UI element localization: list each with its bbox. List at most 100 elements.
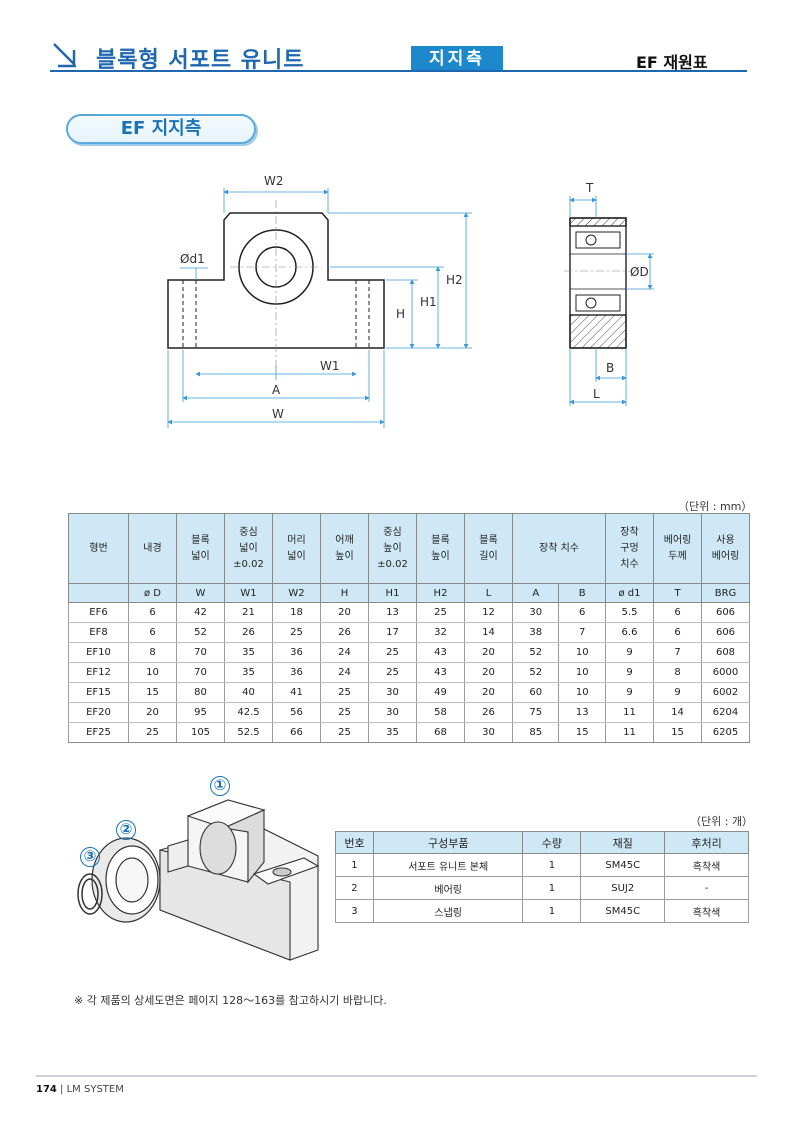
label-w: W — [272, 407, 284, 421]
header-divider — [50, 70, 747, 72]
model-cell: EF20 — [68, 702, 129, 723]
value-cell: 52 — [511, 642, 560, 663]
symbol-cell: W1 — [224, 583, 273, 603]
value-cell: 9 — [653, 682, 702, 703]
value-cell: 10 — [558, 642, 606, 663]
label-h: H — [396, 307, 405, 321]
value-cell: 80 — [176, 682, 225, 703]
value-cell: 25 — [128, 722, 177, 743]
value-cell: 49 — [416, 682, 465, 703]
value-cell: 95 — [176, 702, 225, 723]
value-cell: 56 — [272, 702, 321, 723]
parts-cell: 흑착색 — [664, 853, 749, 877]
parts-col-material: 재질 — [580, 831, 666, 854]
symbol-cell: W — [176, 583, 225, 603]
value-cell: 105 — [176, 722, 225, 743]
model-cell: EF15 — [68, 682, 129, 703]
value-cell: 43 — [416, 642, 465, 663]
symbol-cell: A — [511, 583, 560, 603]
parts-cell: 스냅링 — [372, 899, 524, 923]
value-cell: 52.5 — [224, 722, 273, 743]
label-h2: H2 — [446, 273, 463, 287]
arrow-icon — [53, 43, 76, 68]
value-cell: 10 — [558, 662, 606, 683]
value-cell: 6002 — [701, 682, 750, 703]
symbol-cell: W2 — [272, 583, 321, 603]
value-cell: 68 — [416, 722, 465, 743]
value-cell: 30 — [464, 722, 513, 743]
value-cell: 608 — [701, 642, 750, 663]
value-cell: 6205 — [701, 722, 750, 743]
callout-1: ① — [210, 776, 230, 796]
reference-note: ※ 각 제품의 상세도면은 페이지 128～163를 참고하시기 바랍니다. — [74, 994, 387, 1007]
value-cell: 6.6 — [605, 622, 654, 643]
value-cell: 24 — [320, 642, 369, 663]
value-cell: 26 — [320, 622, 369, 643]
value-cell: 606 — [701, 602, 750, 623]
value-cell: 85 — [511, 722, 560, 743]
value-cell: 20 — [464, 662, 513, 683]
section-badge-label: EF 지지측 — [120, 118, 202, 139]
parts-col-finish: 후처리 — [664, 831, 749, 854]
category-tag: 지지측 — [411, 46, 503, 72]
value-cell: 9 — [605, 682, 654, 703]
col-model: 형번 — [68, 513, 129, 584]
value-cell: 18 — [272, 602, 321, 623]
value-cell: 35 — [368, 722, 417, 743]
value-cell: 14 — [464, 622, 513, 643]
value-cell: 9 — [605, 642, 654, 663]
value-cell: 36 — [272, 662, 321, 683]
value-cell: 26 — [464, 702, 513, 723]
symbol-cell: ø D — [128, 583, 177, 603]
value-cell: 75 — [511, 702, 560, 723]
value-cell: 6 — [558, 602, 606, 623]
callout-3: ③ — [80, 847, 100, 867]
model-cell: EF6 — [68, 602, 129, 623]
model-cell: EF8 — [68, 622, 129, 643]
value-cell: 606 — [701, 622, 750, 643]
page-title: 블록형 서포트 유니트 — [96, 48, 305, 73]
value-cell: 41 — [272, 682, 321, 703]
value-cell: 9 — [605, 662, 654, 683]
value-cell: 8 — [128, 642, 177, 663]
value-cell: 66 — [272, 722, 321, 743]
value-cell: 6 — [653, 602, 702, 623]
symbol-cell: H — [320, 583, 369, 603]
model-cell: EF25 — [68, 722, 129, 743]
value-cell: 35 — [224, 662, 273, 683]
label-w1: W1 — [320, 359, 340, 373]
assembly-illustration — [77, 799, 320, 961]
value-cell: 25 — [272, 622, 321, 643]
spec-sheet-label: EF 재원표 — [636, 53, 708, 72]
value-cell: 25 — [320, 702, 369, 723]
symbol-cell: H1 — [368, 583, 417, 603]
footer-brand: LM SYSTEM — [66, 1084, 124, 1095]
symbol-cell: BRG — [701, 583, 750, 603]
col-bore: 내경 — [128, 513, 177, 584]
parts-col-no: 번호 — [335, 831, 374, 854]
value-cell: 52 — [511, 662, 560, 683]
value-cell: 6204 — [701, 702, 750, 723]
parts-cell: SM45C — [580, 853, 666, 877]
value-cell: 30 — [368, 702, 417, 723]
value-cell: 7 — [558, 622, 606, 643]
value-cell: 20 — [464, 682, 513, 703]
parts-cell: 1 — [522, 899, 582, 923]
parts-col-component: 구성부품 — [372, 831, 524, 854]
value-cell: 32 — [416, 622, 465, 643]
parts-cell: 1 — [335, 853, 374, 877]
value-cell: 20 — [128, 702, 177, 723]
value-cell: 11 — [605, 702, 654, 723]
parts-cell: 1 — [522, 853, 582, 877]
